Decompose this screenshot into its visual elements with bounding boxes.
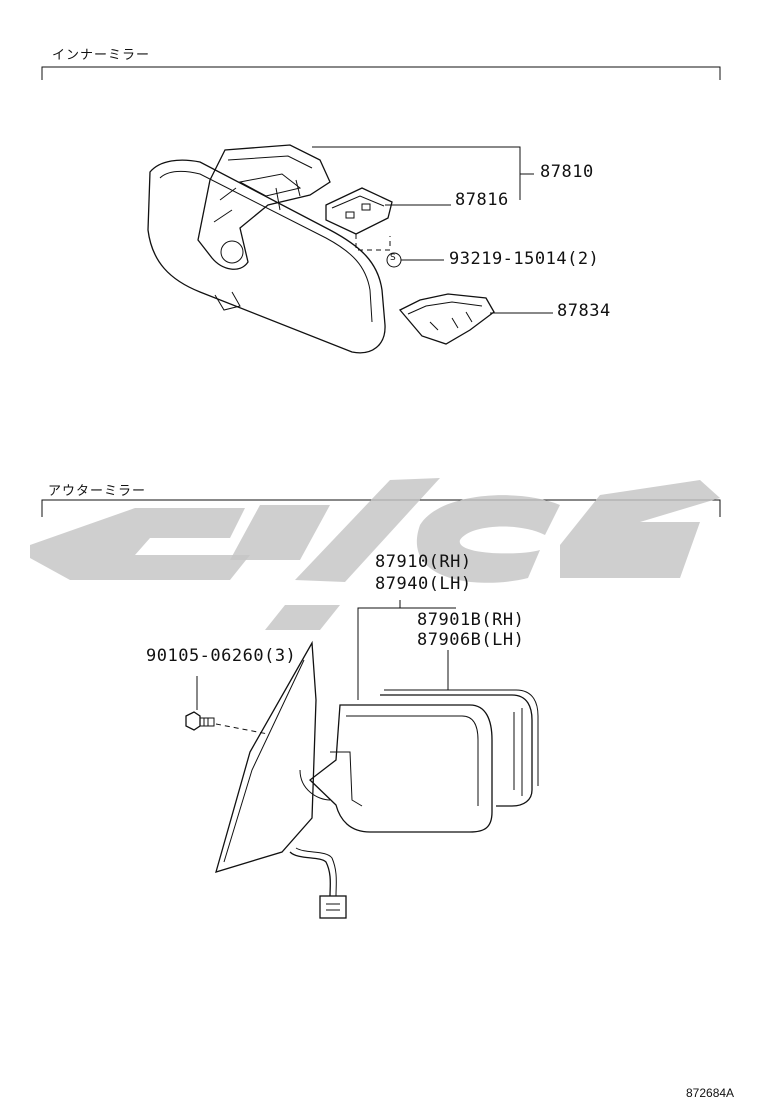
outer-mirror-wire-harness-drawing — [289, 847, 347, 919]
outer-mirror-section-title: アウターミラー — [48, 484, 147, 499]
part-number-87834[interactable]: 87834 — [557, 301, 611, 321]
drawing-code: 872684A — [686, 1086, 735, 1100]
bolt-drawing — [185, 676, 269, 735]
outer-mirror-leader-lines — [357, 600, 456, 700]
outer-mirror-glass-drawing — [380, 689, 539, 807]
inner-mirror-leader-lines — [312, 146, 553, 314]
inner-mirror-body-drawing — [147, 159, 386, 354]
outer-mirror-housing-drawing — [309, 704, 493, 833]
inner-mirror-stay-bracket-drawing — [197, 144, 331, 270]
mirror-mount-plate-drawing — [325, 187, 393, 251]
part-number-93219-15014[interactable]: 93219-15014(2) — [449, 249, 600, 269]
part-number-90105-06260[interactable]: 90105-06260(3) — [146, 646, 297, 666]
mirror-cover-drawing — [398, 293, 495, 345]
standard-part-mark: S — [390, 253, 396, 263]
outer-mirror-base-drawing — [215, 640, 331, 873]
part-number-87816[interactable]: 87816 — [455, 190, 509, 210]
part-number-87810[interactable]: 87810 — [540, 162, 594, 182]
part-number-87940-lh[interactable]: 87940(LH) — [375, 574, 472, 594]
part-number-87910-rh[interactable]: 87910(RH) — [375, 552, 472, 572]
watermark-logo — [30, 478, 720, 630]
part-number-87901b-rh[interactable]: 87901B(RH) — [417, 610, 525, 630]
part-number-87906b-lh[interactable]: 87906B(LH) — [417, 630, 525, 650]
inner-mirror-section-title: インナーミラー — [52, 48, 151, 63]
inner-mirror-section-bracket — [41, 66, 721, 80]
